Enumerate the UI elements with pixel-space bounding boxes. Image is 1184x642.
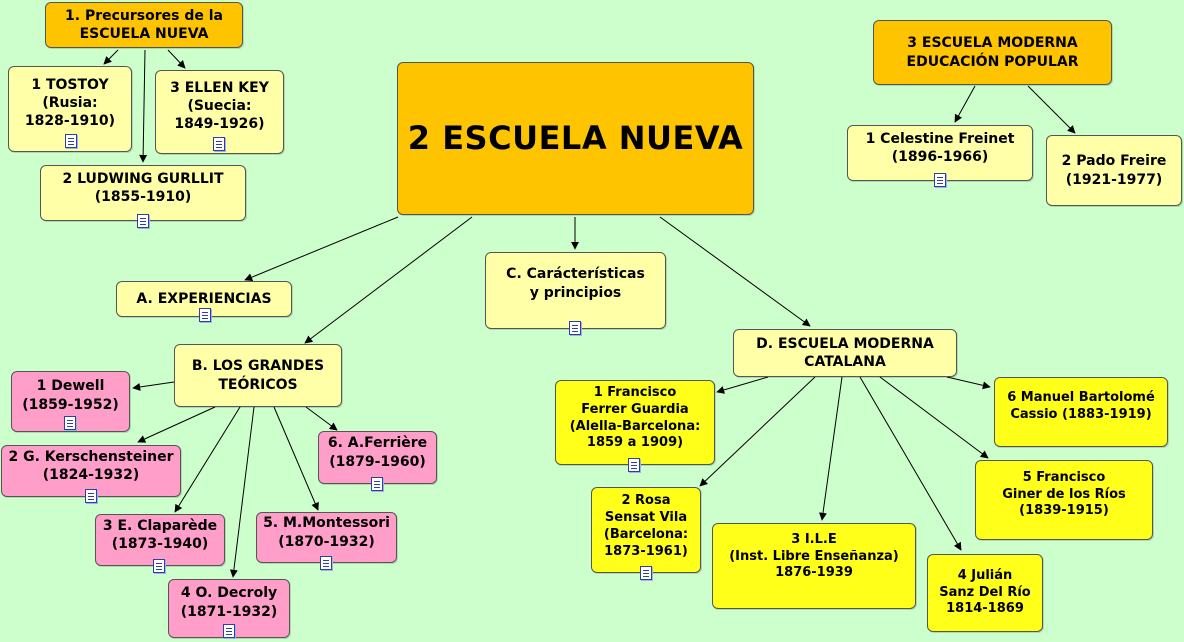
freire-node[interactable]: 2 Pado Freire (1921-1977) xyxy=(1046,135,1182,206)
document-note-icon[interactable] xyxy=(137,214,149,228)
document-note-icon[interactable] xyxy=(628,458,640,472)
main-topic-node[interactable]: 2 ESCUELA NUEVA xyxy=(397,62,754,215)
link-catalana-ile xyxy=(819,376,843,521)
link-teoricos-dewell xyxy=(132,381,175,391)
document-note-icon[interactable] xyxy=(934,173,946,187)
document-note-icon[interactable] xyxy=(65,134,77,148)
decroly-node[interactable]: 4 O. Decroly (1871-1932) xyxy=(168,579,290,638)
link-teoricos-decroly xyxy=(229,406,255,578)
ellen-key-node[interactable]: 3 ELLEN KEY (Suecia: 1849-1926) xyxy=(155,70,284,154)
link-teoricos-montessori xyxy=(273,406,319,511)
document-note-icon[interactable] xyxy=(64,416,76,430)
document-note-icon[interactable] xyxy=(569,321,581,335)
document-note-icon[interactable] xyxy=(85,489,97,503)
precursores-label: 1. Precursores de la ESCUELA NUEVA xyxy=(65,7,223,42)
link-teoricos-claparede xyxy=(174,406,241,513)
document-note-icon[interactable] xyxy=(153,559,165,573)
dewell-node[interactable]: 1 Dewell (1859-1952) xyxy=(11,371,130,432)
caracteristicas-node[interactable]: C. Carácterísticas y principios xyxy=(485,252,666,335)
escuela-moderna-node[interactable]: 3 ESCUELA MODERNA EDUCACIÓN POPULAR xyxy=(873,20,1112,85)
ferriere-label: 6. A.Ferrière (1879-1960) xyxy=(327,435,428,470)
freinet-node[interactable]: 1 Celestine Freinet (1896-1966) xyxy=(847,125,1033,187)
ile-node[interactable]: 3 I.L.E (Inst. Libre Enseñanza) 1876-193… xyxy=(712,523,916,609)
claparede-node[interactable]: 3 E. Claparède (1873-1940) xyxy=(95,514,225,573)
ile-label: 3 I.L.E (Inst. Libre Enseñanza) 1876-193… xyxy=(729,531,899,581)
sanz-label: 4 Julián Sanz Del Río 1814-1869 xyxy=(939,567,1031,617)
link-catalana-cassio xyxy=(946,376,991,390)
document-note-icon[interactable] xyxy=(213,137,225,151)
giner-label: 5 Francisco Giner de los Ríos (1839-1915… xyxy=(1002,469,1126,519)
main-topic-label: 2 ESCUELA NUEVA xyxy=(407,118,744,157)
document-note-icon[interactable] xyxy=(223,624,235,638)
caracteristicas-label: C. Carácterísticas y principios xyxy=(506,266,645,301)
montessori-node[interactable]: 5. M.Montessori (1870-1932) xyxy=(256,512,397,570)
ferrer-label: 1 Francisco Ferrer Guardia (Alella-Barce… xyxy=(569,384,701,451)
giner-node[interactable]: 5 Francisco Giner de los Ríos (1839-1915… xyxy=(975,460,1153,540)
document-note-icon[interactable] xyxy=(320,556,332,570)
ferriere-node[interactable]: 6. A.Ferrière (1879-1960) xyxy=(318,431,437,491)
kerschensteiner-node[interactable]: 2 G. Kerschensteiner (1824-1932) xyxy=(1,445,181,503)
sensat-node[interactable]: 2 Rosa Sensat Vila (Barcelona: 1873-1961… xyxy=(591,487,701,580)
teoricos-label: B. LOS GRANDES TEÓRICOS xyxy=(191,358,325,393)
tostoy-label: 1 TOSTOY (Rusia: 1828-1910) xyxy=(24,76,116,130)
experiencias-node[interactable]: A. EXPERIENCIAS xyxy=(116,281,292,322)
cassio-node[interactable]: 6 Manuel Bartolomé Cassio (1883-1919) xyxy=(994,377,1168,447)
montessori-label: 5. M.Montessori (1870-1932) xyxy=(263,515,390,550)
cassio-label: 6 Manuel Bartolomé Cassio (1883-1919) xyxy=(1007,390,1155,422)
link-moderna-freinet xyxy=(954,85,976,123)
document-note-icon[interactable] xyxy=(199,308,211,322)
link-main-teoricos xyxy=(304,216,473,344)
link-moderna-freire xyxy=(1027,85,1076,134)
sensat-label: 2 Rosa Sensat Vila (Barcelona: 1873-1961… xyxy=(603,493,689,559)
freinet-label: 1 Celestine Freinet (1896-1966) xyxy=(865,130,1015,165)
gurllit-label: 2 LUDWING GURLLIT (1855-1910) xyxy=(62,170,224,205)
link-precursores-gurllit xyxy=(139,49,148,163)
kerschensteiner-label: 2 G. Kerschensteiner (1824-1932) xyxy=(8,448,174,483)
link-catalana-sensat xyxy=(699,376,816,487)
precursores-node[interactable]: 1. Precursores de la ESCUELA NUEVA xyxy=(45,2,243,48)
decroly-label: 4 O. Decroly (1871-1932) xyxy=(180,585,278,620)
link-teoricos-ferriere xyxy=(305,406,338,431)
experiencias-label: A. EXPERIENCIAS xyxy=(136,290,272,307)
catalana-label: D. ESCUELA MODERNA CATALANA xyxy=(756,335,934,370)
link-catalana-sanz xyxy=(859,376,962,551)
tostoy-node[interactable]: 1 TOSTOY (Rusia: 1828-1910) xyxy=(8,66,132,152)
catalana-node[interactable]: D. ESCUELA MODERNA CATALANA xyxy=(733,329,957,377)
link-teoricos-kerschensteiner xyxy=(137,406,216,443)
link-main-catalana xyxy=(659,216,811,327)
link-main-experiencias xyxy=(244,216,399,281)
escuela-moderna-label: 3 ESCUELA MODERNA EDUCACIÓN POPULAR xyxy=(906,35,1079,70)
freire-label: 2 Pado Freire (1921-1977) xyxy=(1061,153,1167,188)
gurllit-node[interactable]: 2 LUDWING GURLLIT (1855-1910) xyxy=(40,165,246,228)
link-precursores-tostoy xyxy=(103,49,119,65)
link-precursores-ellenkey xyxy=(167,49,186,69)
document-note-icon[interactable] xyxy=(640,566,652,580)
document-note-icon[interactable] xyxy=(371,477,383,491)
sanz-node[interactable]: 4 Julián Sanz Del Río 1814-1869 xyxy=(927,554,1043,632)
teoricos-node[interactable]: B. LOS GRANDES TEÓRICOS xyxy=(174,344,342,407)
ferrer-node[interactable]: 1 Francisco Ferrer Guardia (Alella-Barce… xyxy=(555,380,715,472)
ellen-key-label: 3 ELLEN KEY (Suecia: 1849-1926) xyxy=(170,79,269,133)
link-catalana-giner xyxy=(879,376,989,459)
claparede-label: 3 E. Claparède (1873-1940) xyxy=(102,517,218,552)
dewell-label: 1 Dewell (1859-1952) xyxy=(22,378,119,413)
link-catalana-ferrer xyxy=(716,376,769,394)
